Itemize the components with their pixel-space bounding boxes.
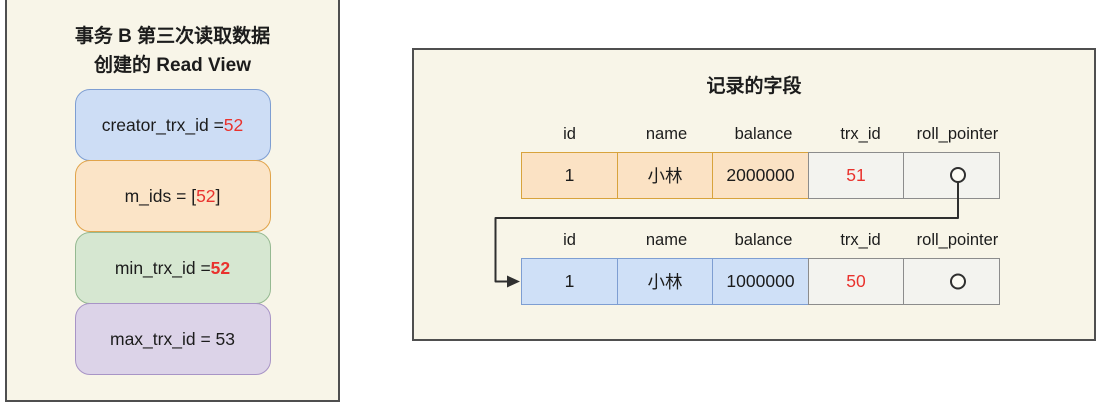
cell-name: 小林 — [616, 258, 714, 305]
col-header-name: name — [645, 125, 688, 143]
cell-name: 小林 — [616, 152, 714, 199]
creator-trx-id-box: creator_trx_id = 52 — [74, 89, 271, 161]
record-fields-title: 记录的字段 — [706, 76, 802, 97]
record-1-header-row: id name balance trx_id roll_pointer — [521, 125, 1006, 147]
m-ids-suffix: ] — [215, 185, 221, 206]
record-row-trx51: 1 小林 2000000 51 — [521, 152, 1000, 199]
read-view-title-line1: 事务 B 第三次读取数据 — [74, 26, 271, 47]
read-view-panel: 事务 B 第三次读取数据 创建的 Read View creator_trx_i… — [5, 0, 340, 402]
cell-balance: 2000000 — [712, 152, 809, 199]
col-header-balance: balance — [734, 125, 793, 143]
read-view-title-line2: 创建的 Read View — [94, 55, 251, 76]
max-trx-id-box: max_trx_id = 53 — [74, 303, 271, 375]
col-header-name: name — [645, 231, 688, 249]
cell-id: 1 — [521, 258, 618, 305]
max-trx-id-label: max_trx_id = 53 — [110, 328, 235, 349]
m-ids-label: m_ids = [ — [124, 185, 197, 206]
col-header-id: id — [563, 231, 576, 249]
col-header-balance: balance — [734, 231, 793, 249]
col-header-roll-pointer: roll_pointer — [916, 231, 999, 249]
creator-trx-id-value: 52 — [223, 114, 244, 135]
cell-trx-id: 51 — [807, 152, 905, 199]
read-view-title: 事务 B 第三次读取数据 创建的 Read View — [7, 22, 338, 80]
record-2-header-row: id name balance trx_id roll_pointer — [521, 231, 1006, 253]
m-ids-box: m_ids = [52] — [74, 160, 271, 232]
col-header-id: id — [563, 125, 576, 143]
col-header-trx-id: trx_id — [840, 125, 881, 143]
min-trx-id-value: 52 — [210, 257, 231, 278]
m-ids-value: 52 — [196, 185, 216, 206]
min-trx-id-label: min_trx_id = — [114, 257, 211, 278]
cell-trx-id: 50 — [807, 258, 905, 305]
creator-trx-id-label: creator_trx_id = — [101, 114, 224, 135]
col-header-trx-id: trx_id — [840, 231, 881, 249]
record-fields-panel: 记录的字段 id name balance trx_id roll_pointe… — [412, 48, 1096, 341]
cell-id: 1 — [521, 152, 618, 199]
cell-roll-pointer — [903, 258, 1000, 305]
record-row-trx50: 1 小林 1000000 50 — [521, 258, 1000, 305]
min-trx-id-box: min_trx_id = 52 — [74, 232, 271, 304]
cell-balance: 1000000 — [712, 258, 809, 305]
col-header-roll-pointer: roll_pointer — [916, 125, 999, 143]
cell-roll-pointer — [903, 152, 1000, 199]
